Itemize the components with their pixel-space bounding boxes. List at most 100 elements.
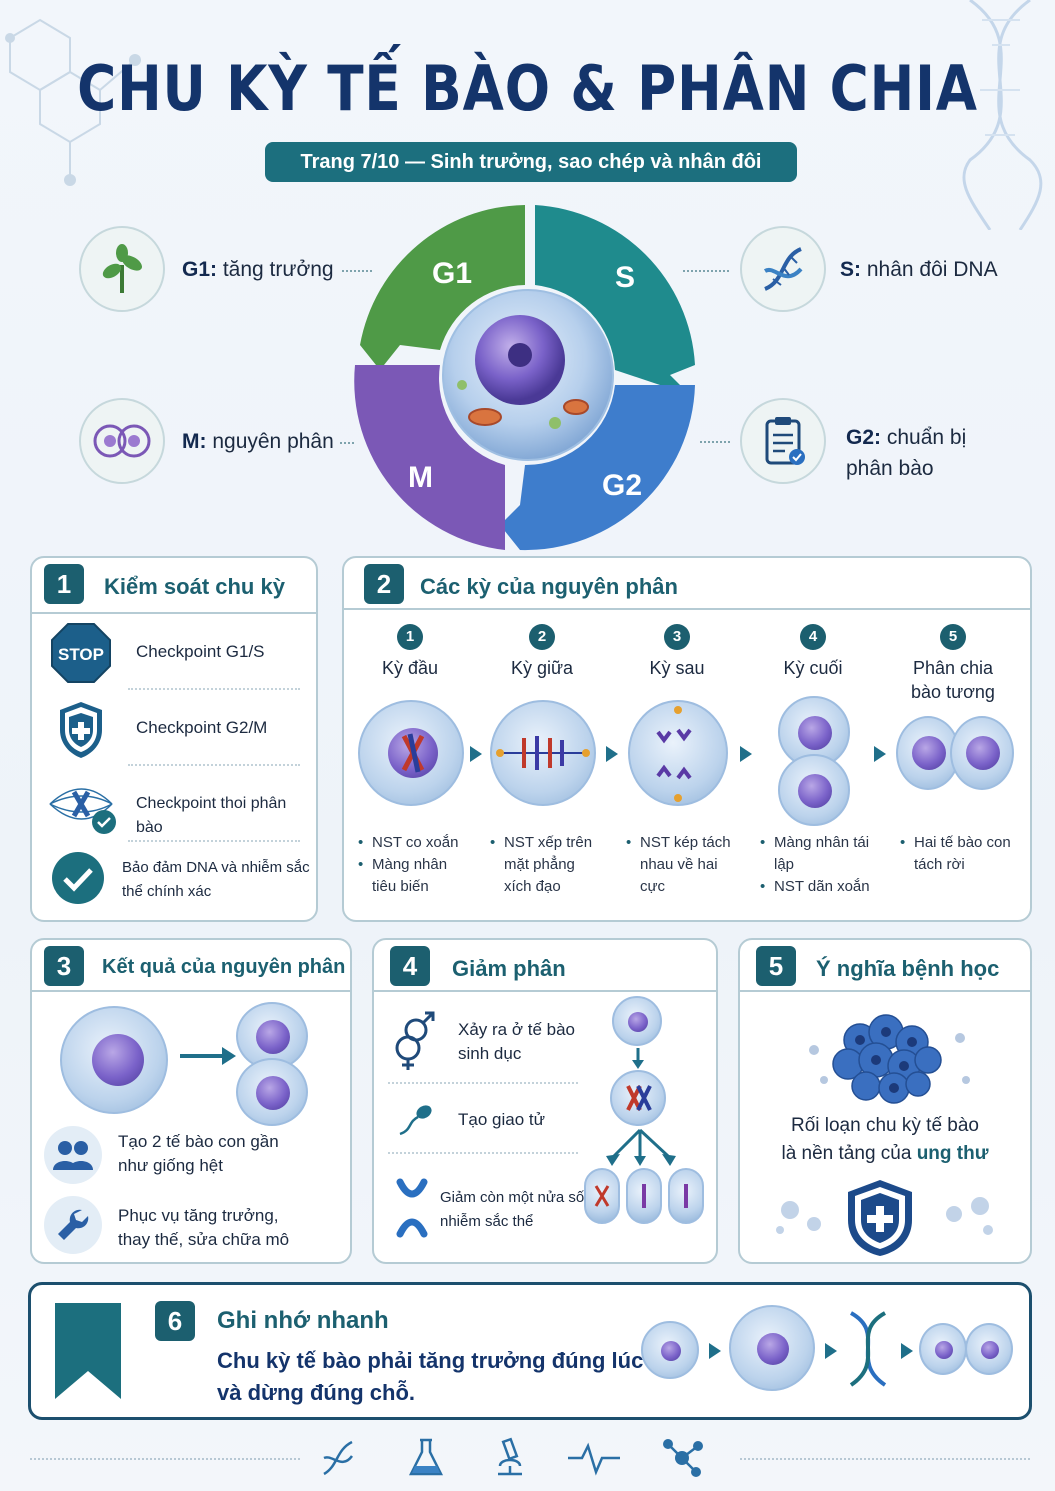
panel-pathology: 5 Ý nghĩa bệnh học Rối loạn chu kỳ tế bà… xyxy=(738,938,1032,1264)
bookmark-icon xyxy=(55,1303,121,1399)
panel-title: Ý nghĩa bệnh học xyxy=(816,956,1000,981)
dividing-cells-icon xyxy=(79,398,165,484)
gamete-cell-icon xyxy=(584,1168,620,1224)
footer-molecule-icon xyxy=(663,1439,703,1477)
meiosis-parent-cell-icon xyxy=(612,996,662,1046)
cycle-label-s: S xyxy=(615,261,635,294)
panel-number: 3 xyxy=(44,946,84,986)
spindle-check-icon xyxy=(49,788,116,834)
wrench-icon xyxy=(44,1196,102,1254)
stage-name-prophase: Kỳ đầu xyxy=(381,658,439,678)
gamete-cell-icon xyxy=(668,1168,704,1224)
recap-daughter-cell-icon xyxy=(965,1323,1013,1375)
stage-name-telophase: Kỳ cuối xyxy=(783,658,843,678)
arrow-right-icon xyxy=(709,1343,721,1359)
arrow-down-icon xyxy=(632,1048,644,1069)
tumor-cluster-icon xyxy=(809,1014,970,1104)
panel-quick-recap: 6 Ghi nhớ nhanh Chu kỳ tế bào phải tăng … xyxy=(28,1282,1032,1420)
phase-m-label: M: nguyên phân xyxy=(182,430,334,453)
daughter-cell-bottom-icon xyxy=(236,1058,308,1126)
footer-dna-icon xyxy=(323,1440,354,1476)
arrow-right-icon xyxy=(180,1047,236,1065)
arrow-right-icon xyxy=(470,746,482,762)
panel-number: 6 xyxy=(155,1301,195,1341)
panel-title: Kiểm soát chu kỳ xyxy=(104,574,285,599)
gamete-cell-icon xyxy=(626,1168,662,1224)
arrow-right-icon xyxy=(740,746,752,762)
arrow-right-icon xyxy=(874,746,886,762)
stage-number: 5 xyxy=(940,624,966,650)
checkpoint-spindle-label: Checkpoint thoi phân bào xyxy=(136,795,287,836)
cycle-label-g2: G2 xyxy=(602,469,642,502)
stage-bullets: NST kép tách nhau về hai cực xyxy=(626,832,736,898)
arrow-right-icon xyxy=(825,1343,837,1359)
phase-s-label: S: nhân đôi DNA xyxy=(840,258,998,281)
footer-microscope-icon xyxy=(498,1437,522,1476)
stage-bullets: NST co xoắn Màng nhân tiêu biến xyxy=(358,832,468,898)
page-subtitle: Trang 7/10 — Sinh trưởng, sao chép và nh… xyxy=(265,142,797,182)
checkpoint-g2m-label: Checkpoint G2/M xyxy=(136,718,268,737)
cancer-highlight: ung thư xyxy=(916,1143,989,1164)
arrows-split-icon xyxy=(606,1128,676,1166)
recap-cell-large-icon xyxy=(729,1305,815,1391)
dna-icon xyxy=(849,1311,887,1387)
stage-number: 4 xyxy=(800,624,826,650)
panel-number: 4 xyxy=(390,946,430,986)
people-icon xyxy=(44,1126,102,1184)
cycle-segment-m xyxy=(354,365,505,550)
telophase-cell-bottom-icon xyxy=(778,754,850,826)
stage-bullets: Hai tế bào con tách rời xyxy=(900,832,1016,876)
panel-number: 2 xyxy=(364,564,404,604)
stage-name-anaphase: Kỳ sau xyxy=(649,658,705,678)
parent-cell-icon xyxy=(60,1006,168,1114)
daughter-cell-top-icon xyxy=(236,1002,308,1070)
phase-g1-label: G1: tăng trưởng xyxy=(182,258,334,281)
recap-daughter-cell-icon xyxy=(919,1323,967,1375)
gender-icon xyxy=(395,1011,435,1070)
footer-flask-icon xyxy=(408,1438,444,1476)
stage-bullets: Màng nhân tái lập NST dãn xoắn xyxy=(760,832,878,898)
panel-mitosis-results: 3 Kết quả của nguyên phân Tạo 2 tế bào c… xyxy=(30,938,352,1264)
panel-mitosis-stages: 2 Các kỳ của nguyên phân 1 Kỳ đầu NST co… xyxy=(342,556,1032,922)
panel-number: 1 xyxy=(44,564,84,604)
cycle-segment-g2 xyxy=(500,385,695,551)
stage-name-metaphase: Kỳ giữa xyxy=(510,658,574,678)
page-title: CHU KỲ TẾ BÀO & PHÂN CHIA xyxy=(77,52,978,125)
dna-background-icon xyxy=(962,0,1043,230)
panel-cycle-control: 1 Kiểm soát chu kỳ STOP Checkpoint G1/S … xyxy=(30,556,318,922)
footer-heartbeat-icon xyxy=(568,1442,620,1476)
clipboard-check-icon xyxy=(740,398,826,484)
anaphase-cell-icon xyxy=(628,700,728,806)
chromosome-icon xyxy=(396,1178,428,1238)
plant-icon xyxy=(79,226,165,312)
molecule-background-icon xyxy=(5,18,141,186)
stage-number: 2 xyxy=(529,624,555,650)
svg-text:STOP: STOP xyxy=(58,645,104,664)
footer-divider xyxy=(30,1458,300,1460)
check-circle-icon xyxy=(52,852,104,904)
panel-title: Giảm phân xyxy=(452,956,566,981)
stop-sign-icon: STOP xyxy=(51,623,111,683)
cycle-segment-s xyxy=(535,205,695,395)
result-growth-repair-label: Phục vụ tăng trưởng,thay thế, sửa chữa m… xyxy=(118,1206,290,1249)
recap-cell-small-icon xyxy=(641,1321,699,1379)
sperm-icon xyxy=(399,1105,432,1136)
cell-cycle-diagram: G1 S G2 M xyxy=(354,205,695,551)
meiosis-tetrad-cell-icon xyxy=(610,1070,666,1126)
arrow-right-icon xyxy=(901,1343,913,1359)
panel-title: Ghi nhớ nhanh xyxy=(217,1307,389,1334)
metaphase-cell-icon xyxy=(490,700,596,806)
panel-title: Các kỳ của nguyên phân xyxy=(420,574,678,599)
panel-number: 5 xyxy=(756,946,796,986)
checkpoint-g1s-label: Checkpoint G1/S xyxy=(136,642,265,661)
stage-bullets: NST xếp trên mặt phẳng xích đạo xyxy=(490,832,600,898)
meiosis-gamete-label: Tạo giao tử xyxy=(458,1110,545,1129)
virus-background-icon xyxy=(776,1201,821,1234)
